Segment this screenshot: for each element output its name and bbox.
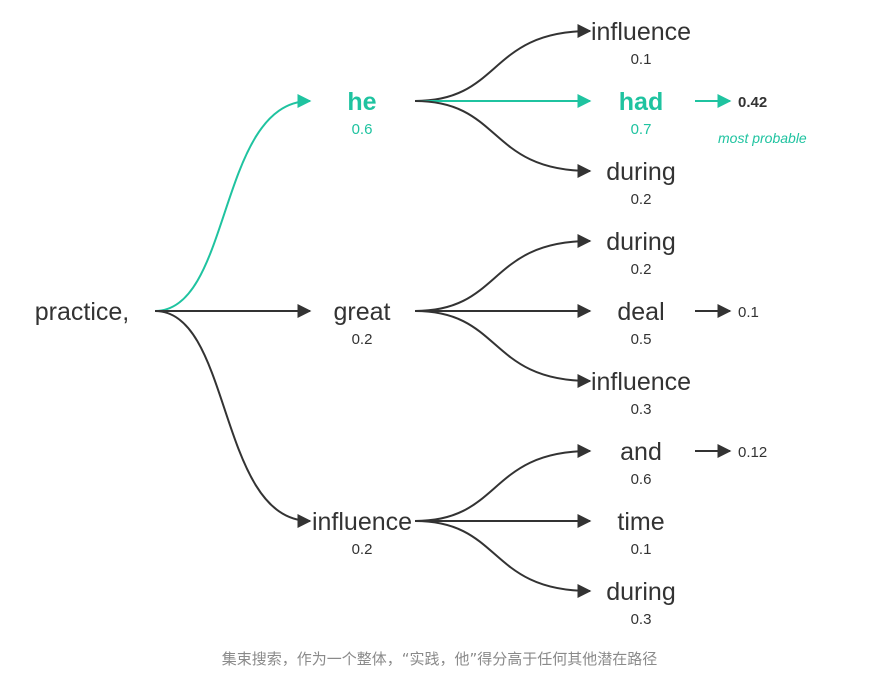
child-probability: 0.3 [631, 611, 652, 628]
path-score: 0.42 [738, 94, 767, 111]
branch-probability: 0.6 [352, 121, 373, 138]
child-probability: 0.7 [631, 121, 652, 138]
edge-branch-to-child [414, 24, 592, 102]
branch-word: he [347, 88, 376, 116]
child-probability: 0.1 [631, 51, 652, 68]
edge-branch-to-child [414, 310, 592, 388]
child-probability: 0.3 [631, 401, 652, 418]
child-word: during [606, 228, 676, 256]
child-word: deal [617, 298, 664, 326]
path-score: 0.12 [738, 444, 767, 461]
edge-root-to-branch [154, 94, 312, 312]
edge-branch-to-child [414, 444, 592, 522]
beam-search-tree: practice, he 0.6 influence 0.1 had 0.7 0.42 mos… [35, 18, 807, 628]
branch-word: influence [312, 508, 412, 536]
child-word: and [620, 438, 662, 466]
figure-caption: 集束搜索，作为一个整体，“实践，他”得分高于任何其他潜在路径 [221, 650, 658, 668]
branch-probability: 0.2 [352, 331, 373, 348]
child-probability: 0.1 [631, 541, 652, 558]
child-probability: 0.2 [631, 191, 652, 208]
branch-word: great [334, 298, 391, 326]
root-word: practice, [35, 298, 129, 326]
branch-probability: 0.2 [352, 541, 373, 558]
edge-branch-to-child [414, 100, 592, 178]
path-score: 0.1 [738, 304, 759, 321]
edge-branch-to-child [414, 234, 592, 312]
child-word: influence [591, 368, 691, 396]
most-probable-note: most probable [718, 130, 807, 146]
child-probability: 0.6 [631, 471, 652, 488]
child-probability: 0.2 [631, 261, 652, 278]
child-word: during [606, 158, 676, 186]
child-word: time [617, 508, 664, 536]
edge-branch-to-child [414, 520, 592, 598]
child-word: during [606, 578, 676, 606]
child-word: influence [591, 18, 691, 46]
child-probability: 0.5 [631, 331, 652, 348]
child-word: had [619, 88, 663, 116]
edge-root-to-branch [154, 310, 312, 528]
